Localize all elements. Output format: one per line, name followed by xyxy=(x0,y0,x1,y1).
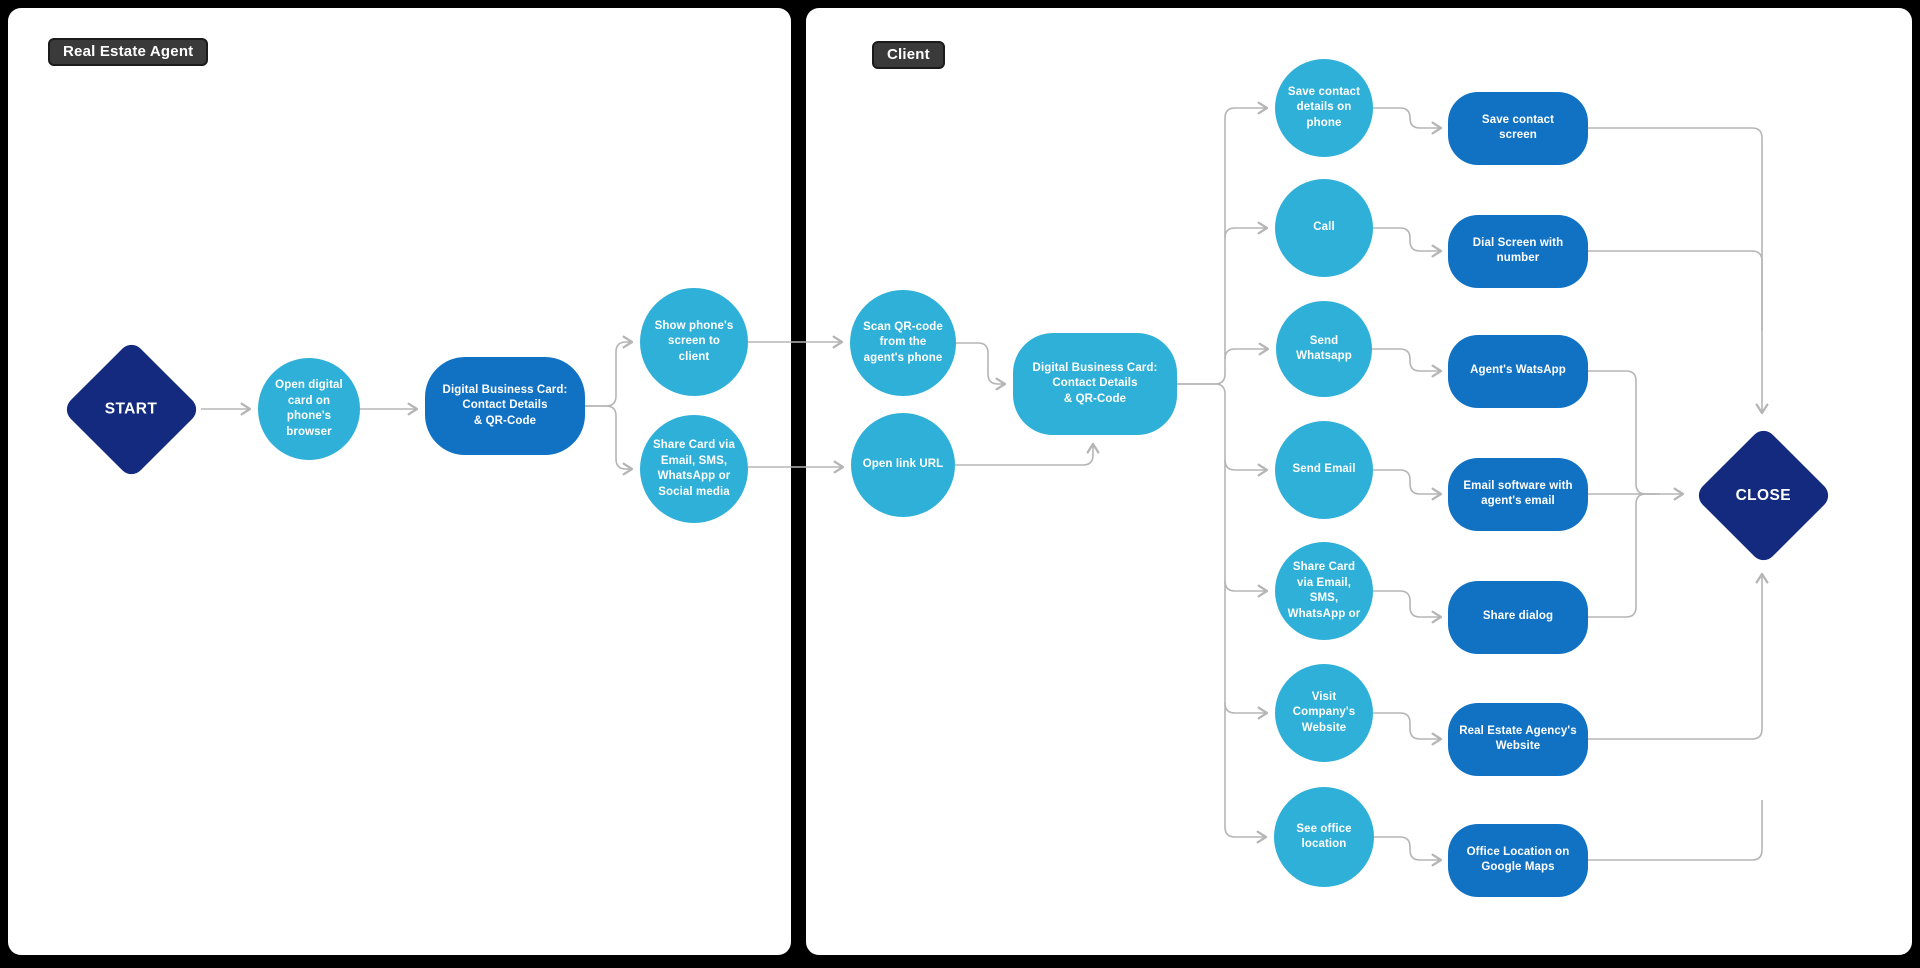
node-label: Save contact screen xyxy=(1482,113,1554,144)
node-label-line: screen xyxy=(1499,129,1537,141)
node-see-office[interactable]: See office location xyxy=(1274,787,1374,887)
node-label-line: client xyxy=(678,350,710,363)
node-label-line: Email, SMS, xyxy=(660,454,728,467)
node-label-line: Share Card xyxy=(1292,561,1356,573)
node-label: START xyxy=(105,400,158,418)
node-label-line: browser xyxy=(286,425,332,438)
node-label: Email software with agent's email xyxy=(1463,479,1572,510)
node-label-line: Show phone's xyxy=(654,319,734,332)
node-label-line: See office xyxy=(1296,822,1352,835)
node-label-line: Office Location on xyxy=(1466,845,1570,858)
node-label: Show phone's screen to client xyxy=(655,319,734,366)
node-label: Scan QR-code from the agent's phone xyxy=(863,320,943,367)
node-label: Office Location on Google Maps xyxy=(1467,845,1570,876)
node-label: Agent's WatsApp xyxy=(1470,363,1566,379)
node-label-line: Contact Details xyxy=(462,399,548,412)
node-label-line: Call xyxy=(1313,221,1335,234)
node-call[interactable]: Call xyxy=(1275,179,1373,277)
node-label: Send Email xyxy=(1293,462,1356,478)
node-label-line: Save contact xyxy=(1481,113,1555,126)
node-label-line: Company's xyxy=(1292,706,1356,719)
node-office-location[interactable]: Office Location on Google Maps xyxy=(1448,823,1588,897)
node-label-line: & QR-Code xyxy=(473,414,537,427)
node-label-line: Agent's WatsApp xyxy=(1470,364,1566,377)
node-scan-qr[interactable]: Scan QR-code from the agent's phone xyxy=(850,290,956,396)
node-label-line: Contact Details xyxy=(1052,377,1138,390)
node-label-line: details on xyxy=(1296,101,1352,114)
node-label-line: Website xyxy=(1495,740,1541,752)
node-label-line: WhatsApp or xyxy=(1287,607,1361,620)
node-label-line: agent's phone xyxy=(863,351,943,364)
node-label-line: Website xyxy=(1301,721,1347,734)
node-label: Digital Business Card: Contact Details & Q… xyxy=(1033,361,1158,408)
node-label-line: & QR-Code xyxy=(1063,392,1127,405)
node-share-card-client[interactable]: Share Card via Email, SMS, WhatsApp or xyxy=(1275,542,1373,640)
node-label-line: agent's email xyxy=(1481,495,1555,507)
node-label-line: number xyxy=(1496,252,1540,264)
node-label-line: card on xyxy=(287,394,331,407)
node-label: Share Card via Email, SMS, WhatsApp or xyxy=(1288,560,1361,622)
lane-label-client: Client xyxy=(872,41,945,69)
lane-label-real-estate-agent: Real Estate Agent xyxy=(48,38,209,66)
node-label-line: Digital Business Card: xyxy=(1032,361,1158,374)
node-label-line: Open link URL xyxy=(862,458,944,471)
node-open-link[interactable]: Open link URL xyxy=(851,413,955,517)
node-label-line: Digital Business Card: xyxy=(442,383,568,396)
node-dial-screen[interactable]: Dial Screen with number xyxy=(1448,214,1588,288)
node-label-line: Share Card via xyxy=(653,439,735,451)
node-label: Open digital card on phone's browser xyxy=(275,378,343,440)
node-share-dialog[interactable]: Share dialog xyxy=(1448,580,1588,654)
node-save-contact-screen[interactable]: Save contact screen xyxy=(1448,91,1588,165)
node-agents-whatsapp[interactable]: Agent's WatsApp xyxy=(1448,334,1588,408)
node-label-line: phone xyxy=(1306,116,1342,129)
node-label-line: Visit xyxy=(1311,690,1337,703)
node-label-line: WhatsApp or xyxy=(657,470,731,482)
lane-label-text: Client xyxy=(887,46,930,63)
node-client-card[interactable]: Digital Business Card: Contact Details & Q… xyxy=(1013,333,1177,435)
node-label-line: from the xyxy=(879,336,927,349)
node-open-digital-card[interactable]: Open digital card on phone's browser xyxy=(258,358,360,460)
node-label-line: Dial Screen with xyxy=(1472,236,1564,249)
node-show-screen[interactable]: Show phone's screen to client xyxy=(640,288,748,396)
node-label: Digital Business Card: Contact Details & Q… xyxy=(443,383,568,430)
node-label-line: Send xyxy=(1309,334,1339,347)
node-label-line: Scan QR-code xyxy=(863,320,943,333)
node-agent-card[interactable]: Digital Business Card: Contact Details & Q… xyxy=(425,357,585,455)
node-label: Open link URL xyxy=(863,457,944,473)
node-label-line: Open digital xyxy=(275,379,343,391)
node-label-line: via Email, xyxy=(1296,576,1352,589)
node-label: Save contact details on phone xyxy=(1288,85,1360,132)
node-send-email[interactable]: Send Email xyxy=(1275,421,1373,519)
node-label-line: Save contact xyxy=(1287,85,1361,98)
node-label: Share dialog xyxy=(1483,609,1553,625)
node-email-software[interactable]: Email software with agent's email xyxy=(1448,457,1588,531)
node-label: Call xyxy=(1313,220,1335,236)
node-label-line: SMS, xyxy=(1309,592,1339,604)
node-label-line: Share dialog xyxy=(1482,610,1554,623)
node-label-line: Email software with xyxy=(1463,479,1573,492)
node-label-line: location xyxy=(1301,838,1347,850)
node-label-line: phone's xyxy=(286,410,332,422)
node-label-line: Social media xyxy=(658,485,730,498)
node-label-line: START xyxy=(104,399,158,417)
node-label-line: screen to xyxy=(667,335,721,348)
node-label-line: Google Maps xyxy=(1481,861,1555,873)
node-label-line: CLOSE xyxy=(1735,486,1791,503)
node-label-line: Send Email xyxy=(1292,463,1356,476)
node-save-contact[interactable]: Save contact details on phone xyxy=(1275,59,1373,157)
node-label: Dial Screen with number xyxy=(1473,236,1563,267)
node-label-line: Real Estate Agency's xyxy=(1459,724,1577,737)
node-label: See office location xyxy=(1296,822,1351,853)
node-label-line: Whatsapp xyxy=(1296,350,1352,362)
lane-label-text: Real Estate Agent xyxy=(63,43,194,60)
node-label: CLOSE xyxy=(1735,486,1790,504)
